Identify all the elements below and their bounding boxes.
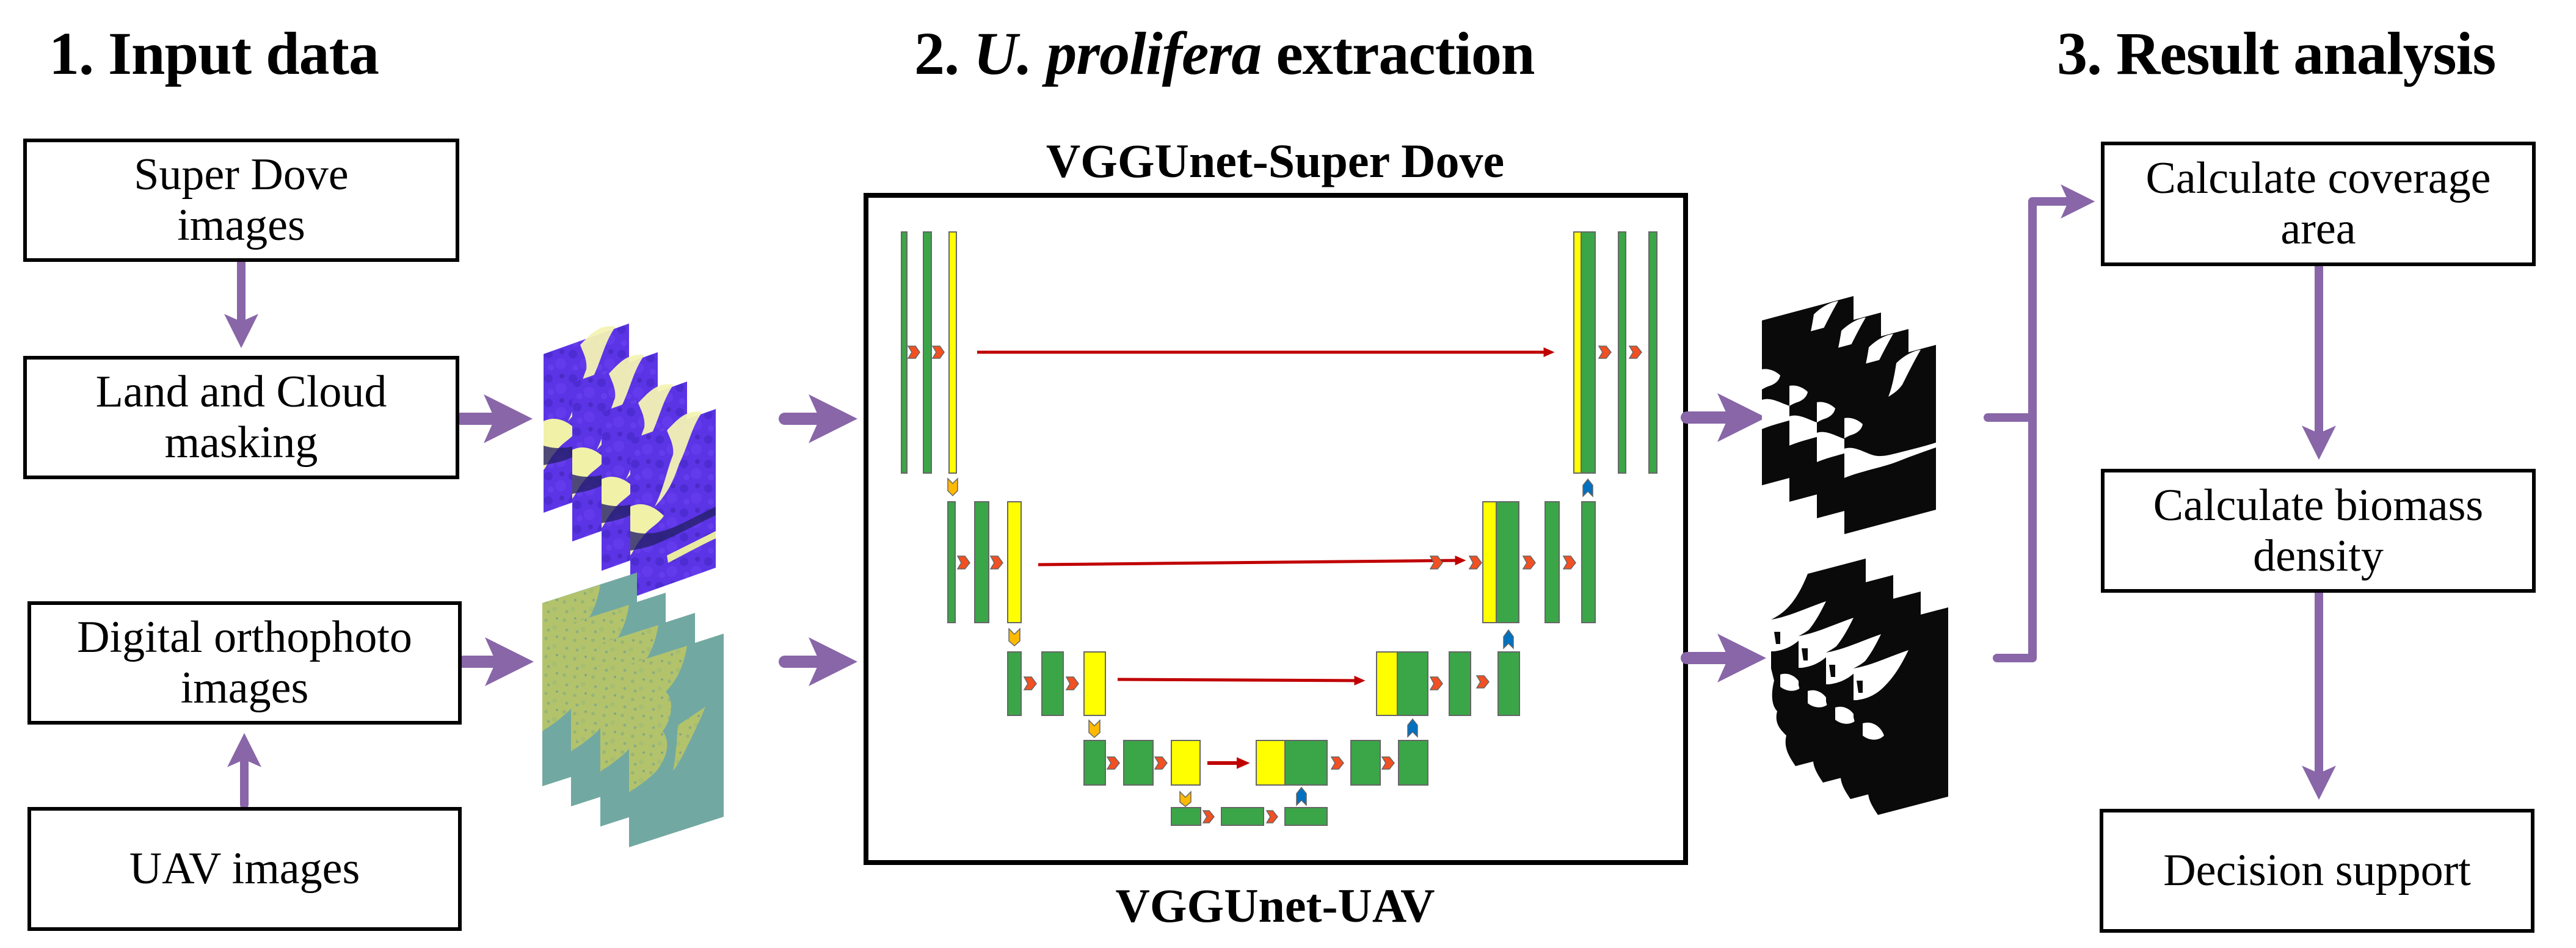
box-text-line2: area: [2280, 204, 2356, 254]
conv-chevrons: [907, 346, 1642, 823]
box-text-line2: masking: [164, 418, 318, 468]
box-decision-support: Decision support: [2100, 809, 2534, 933]
box-text-line2: images: [180, 663, 309, 713]
branch-connector: [1984, 197, 2081, 662]
downsample-chevrons: [947, 477, 1192, 807]
network-label-uav: VGGUnet-UAV: [1115, 879, 1435, 932]
upsample-chevrons: [1296, 478, 1593, 806]
box-text-line1: UAV images: [129, 844, 360, 894]
box-text-line1: Super Dove: [134, 150, 349, 200]
section-title-analysis: 3. Result analysis: [2057, 20, 2496, 87]
box-text-line1: Calculate coverage: [2145, 153, 2491, 204]
uav-image-stack: [542, 573, 724, 847]
section-title-extraction: 2. U. prolifera extraction: [914, 20, 1535, 87]
skip-connections: [977, 347, 1555, 769]
box-text-line1: Calculate biomass: [2153, 480, 2484, 530]
title-species: U. prolifera: [973, 20, 1262, 87]
box-text-line2: images: [177, 200, 305, 250]
section-title-input: 1. Input data: [49, 20, 379, 87]
title-suffix: extraction: [1261, 20, 1535, 87]
box-uav-images: UAV images: [27, 807, 462, 931]
super-dove-mask-stack: [1762, 296, 1936, 534]
uav-mask-stack: [1771, 559, 1948, 815]
super-dove-image-stack: [544, 324, 716, 598]
network-label-super-dove: VGGUnet-Super Dove: [1046, 134, 1505, 187]
title-prefix: 2.: [914, 20, 973, 87]
box-text-line2: density: [2253, 530, 2384, 581]
box-text-line1: Digital orthophoto: [77, 612, 412, 663]
box-text-line1: Land and Cloud: [95, 367, 387, 418]
network-frame: [864, 193, 1688, 865]
unet-architecture: [901, 231, 1657, 826]
box-text-line1: Decision support: [2163, 845, 2471, 896]
